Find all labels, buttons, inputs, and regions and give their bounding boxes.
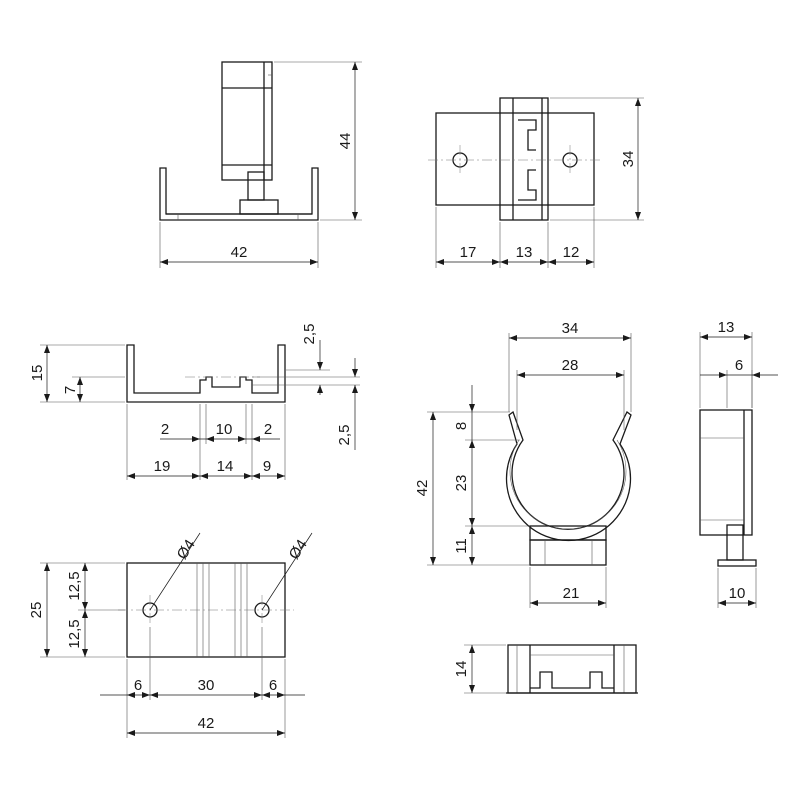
clip-side-view: 13 6 10 [699, 319, 778, 608]
base-plate-view: Ø4 Ø4 25 12,5 12,5 6 30 6 42 [28, 532, 313, 738]
dim-side-offset: 6 [735, 357, 743, 374]
dim-rail-wall-top: 2,5 [301, 324, 318, 345]
dim-rail-span-left: 19 [154, 458, 171, 475]
dim-rail-floor-height: 7 [62, 386, 79, 394]
dim-clip-ring-height: 23 [453, 475, 470, 492]
dim-side-height: 44 [337, 133, 354, 150]
dim-plate-hole-spacing: 30 [198, 677, 215, 694]
dim-clip-foot-height: 11 [453, 538, 470, 554]
dim-rail-slot-left: 2 [161, 421, 169, 438]
clip-bottom-view: 14 [453, 644, 638, 694]
dim-clip-outer-width: 34 [562, 320, 579, 337]
dim-side-width: 42 [231, 244, 248, 261]
dim-rail-span-right: 9 [263, 458, 271, 475]
dim-rail-span-middle: 14 [217, 458, 234, 475]
clip-front-view: 34 28 42 8 23 11 21 [414, 320, 632, 608]
dim-plate-height: 25 [28, 602, 45, 619]
rail-profile-view: 15 7 2,5 2,5 2 10 2 [29, 324, 360, 480]
dim-plate-half-lower: 12,5 [66, 619, 83, 648]
dim-plate-half-upper: 12,5 [66, 571, 83, 600]
dim-top-right: 12 [563, 244, 580, 261]
dim-top-middle: 13 [516, 244, 533, 261]
dim-rail-wall-bottom: 2,5 [336, 425, 353, 446]
dim-top-height: 34 [620, 151, 637, 168]
dim-plate-edge-left: 6 [134, 677, 142, 694]
dim-plate-edge-right: 6 [269, 677, 277, 694]
dim-plate-width: 42 [198, 715, 215, 732]
dim-clip-foot-width: 21 [563, 585, 580, 602]
dim-clip-total-height: 42 [414, 480, 431, 497]
dim-clip-lip-height: 8 [453, 422, 470, 430]
dim-side-foot-width: 10 [729, 585, 746, 602]
dim-rail-slot-right: 2 [264, 421, 272, 438]
dim-clip-inner-width: 28 [562, 357, 579, 374]
dim-top-left: 17 [460, 244, 477, 261]
dim-side-top-width: 13 [718, 319, 735, 336]
side-view: 42 44 [159, 61, 362, 268]
dim-rail-slot-gap: 10 [216, 421, 233, 438]
top-view: 34 17 13 12 [428, 97, 644, 268]
dim-rail-total-height: 15 [29, 365, 46, 382]
dim-bottom-height: 14 [453, 661, 470, 678]
